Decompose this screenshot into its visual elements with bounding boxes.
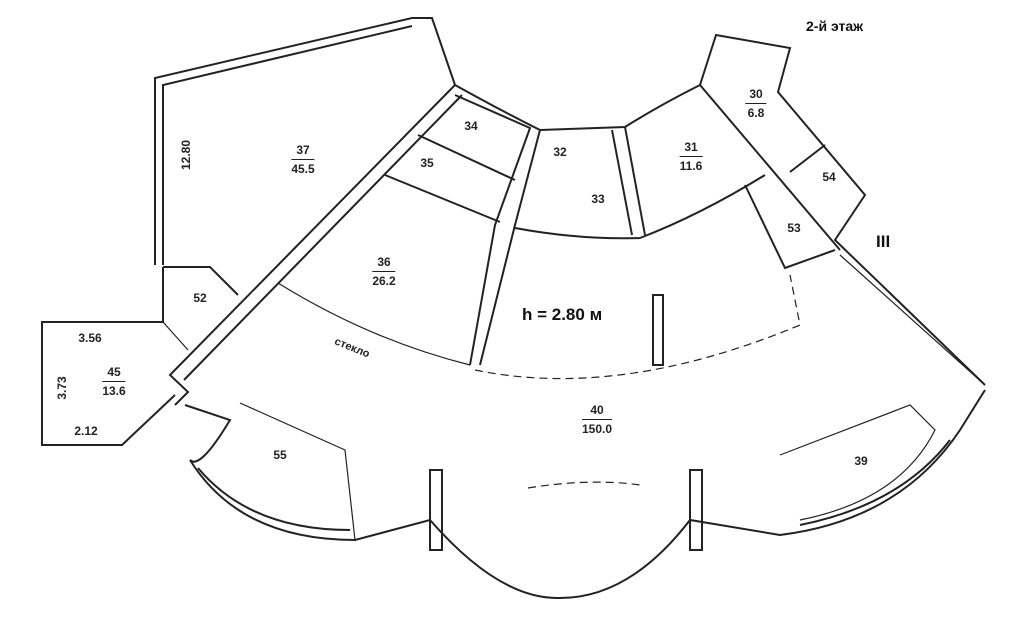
dimension-room45-top: 3.56 xyxy=(78,331,102,345)
room-39-label: 39 xyxy=(854,454,868,468)
room-54-label: 54 xyxy=(822,170,836,184)
ceiling-height-label: h = 2.80 м xyxy=(522,305,603,324)
room-55-label: 55 xyxy=(273,448,287,462)
wall-room-45 xyxy=(163,266,239,296)
room-53-label: 53 xyxy=(787,221,801,235)
wall-inner-arc xyxy=(454,84,701,132)
wall-room-37 xyxy=(154,17,456,265)
room-52-label: 52 xyxy=(193,291,207,305)
room-33-label: 33 xyxy=(591,192,605,206)
dimension-room45-side: 3.73 xyxy=(55,376,69,400)
glass-partition xyxy=(277,282,471,366)
dimension-room37-side: 12.80 xyxy=(179,139,193,171)
room-34-label: 34 xyxy=(464,119,478,133)
wall-room-40-outer xyxy=(184,389,986,600)
wall-diagonal-left xyxy=(168,84,456,406)
floor-title: 2-й этаж xyxy=(806,18,864,34)
room-32-label: 32 xyxy=(553,145,567,159)
section-mark: III xyxy=(876,232,891,251)
room-35-label: 35 xyxy=(420,156,434,170)
dimension-room45-bottom: 2.12 xyxy=(74,424,98,438)
